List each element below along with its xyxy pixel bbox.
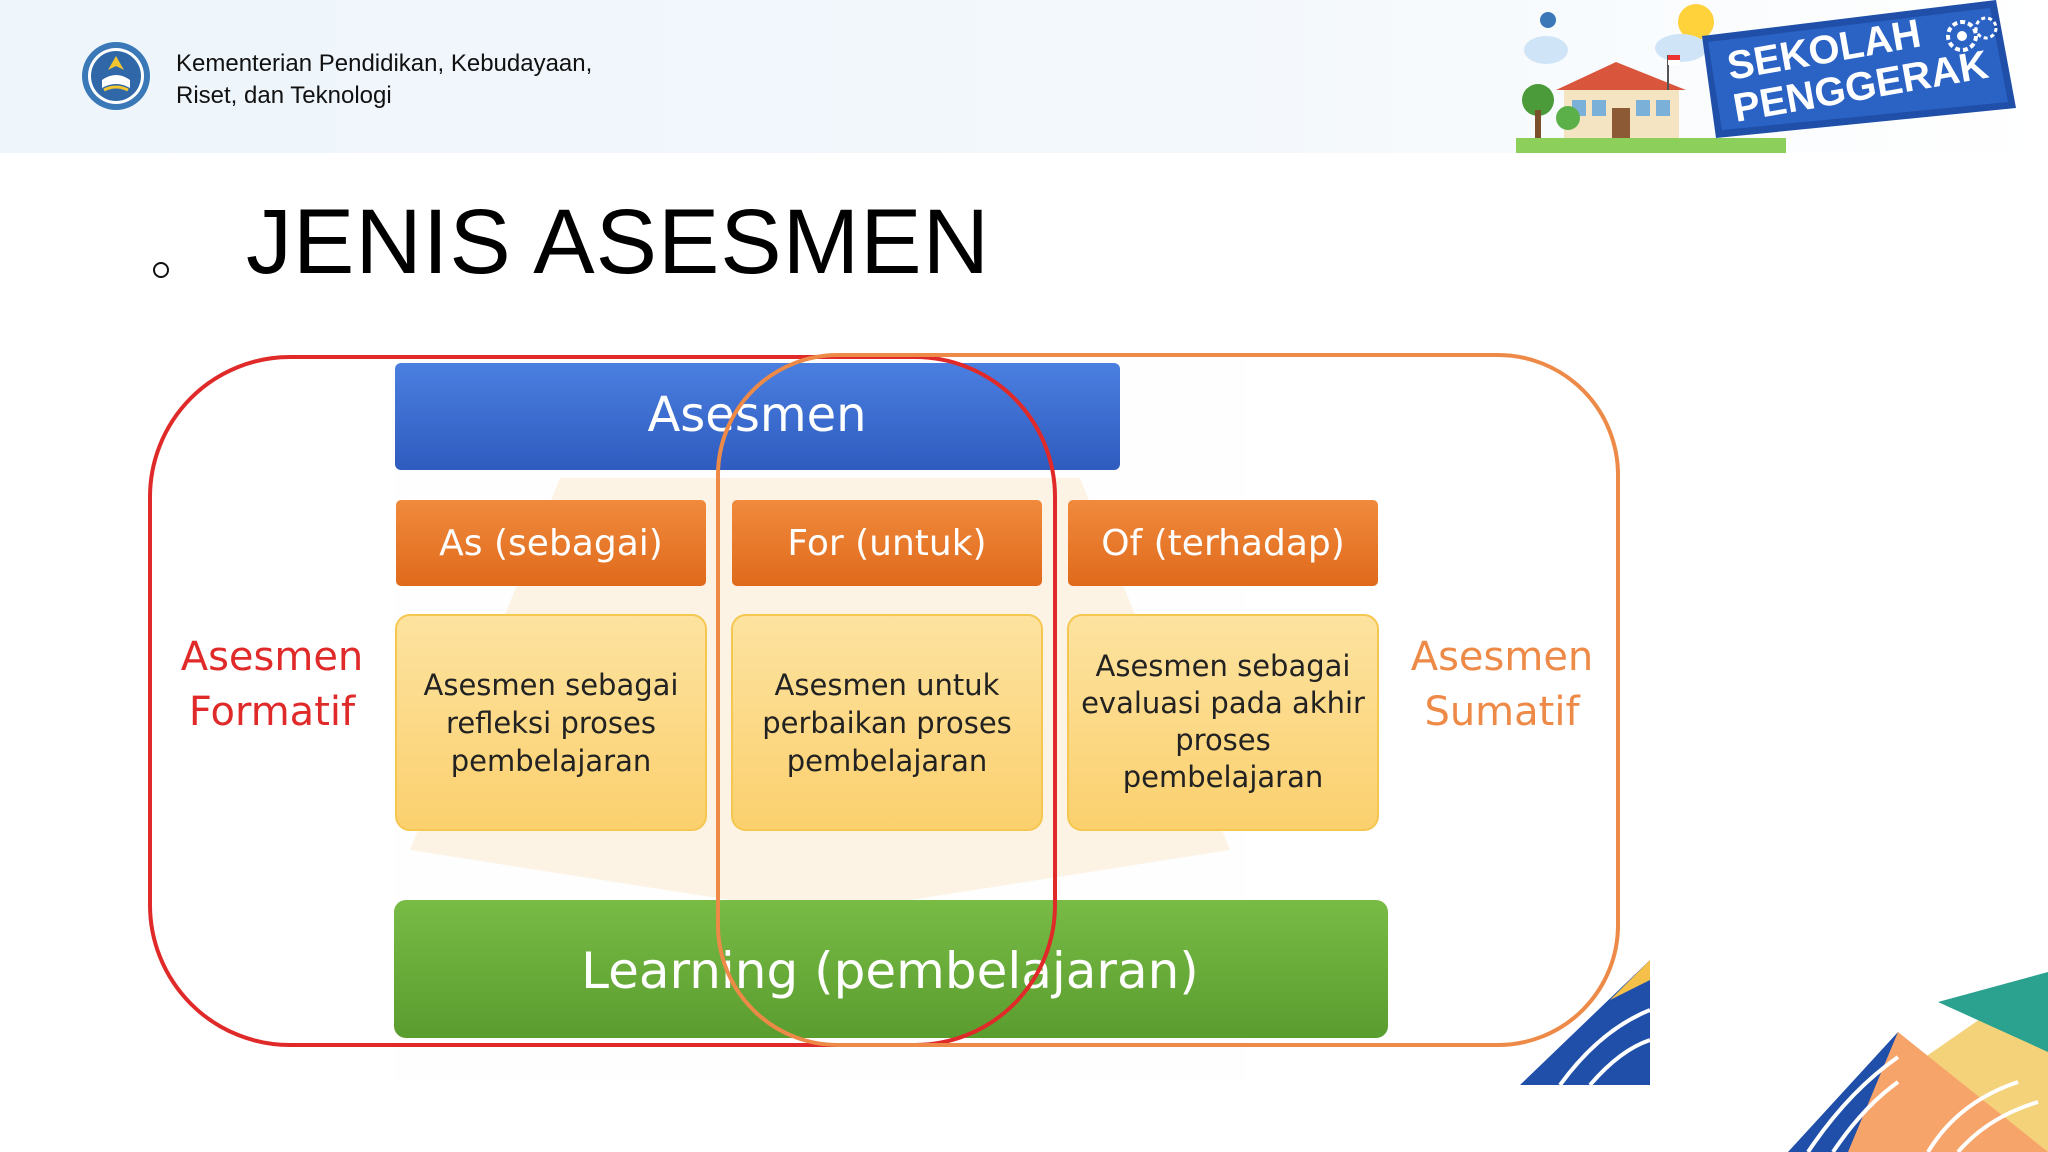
for-description-line2: perbaikan proses xyxy=(762,706,1012,740)
learning-bar xyxy=(394,900,1388,1038)
formatif-label-line1: Asesmen xyxy=(181,634,364,680)
diagram-corner-pattern xyxy=(1520,960,1650,1085)
of-heading-label: Of (terhadap) xyxy=(1101,523,1345,564)
learning-bar-label: Learning (pembelajaran) xyxy=(581,942,1199,1000)
asesmen-bar-label: Asesmen xyxy=(647,387,866,443)
bullet-icon xyxy=(153,262,169,278)
of-description-line4: pembelajaran xyxy=(1123,760,1323,794)
of-description-line3: proses xyxy=(1175,723,1271,757)
formatif-label-line2: Formatif xyxy=(189,689,356,735)
of-description-box xyxy=(1067,614,1379,831)
for-heading-label: For (untuk) xyxy=(787,523,986,564)
sumatif-label-line2: Sumatif xyxy=(1424,689,1580,735)
slide-title: JENIS ASESMEN xyxy=(246,191,991,293)
as-heading-box xyxy=(396,500,706,586)
corner-decoration xyxy=(1788,972,2048,1152)
of-description-line1: Asesmen sebagai xyxy=(1096,649,1351,683)
organization-name: Kementerian Pendidikan, Kebudayaan, Rise… xyxy=(176,48,736,112)
kemdikbud-logo-icon xyxy=(82,42,150,110)
as-description-box xyxy=(395,614,707,831)
formatif-outline xyxy=(148,355,1057,1047)
of-description-line2: evaluasi pada akhir xyxy=(1081,686,1365,720)
for-heading-box xyxy=(732,500,1042,586)
as-description-line3: pembelajaran xyxy=(451,744,651,778)
asesmen-diagram: Asesmen As (sebagai) For (untuk) Of (ter… xyxy=(148,353,1650,1085)
for-description-line1: Asesmen untuk xyxy=(775,668,1000,702)
for-description-box xyxy=(731,614,1043,831)
org-name-line2: Riset, dan Teknologi xyxy=(176,82,392,109)
of-heading-box xyxy=(1068,500,1378,586)
slide-header: Kementerian Pendidikan, Kebudayaan, Rise… xyxy=(0,0,2048,153)
sekolah-penggerak-banner: SEKOLAH PENGGERAK xyxy=(1516,0,2016,153)
for-description-line3: pembelajaran xyxy=(787,744,987,778)
sumatif-label-line1: Asesmen xyxy=(1411,634,1594,680)
org-name-line1: Kementerian Pendidikan, Kebudayaan, xyxy=(176,50,593,77)
sumatif-outline xyxy=(716,353,1620,1047)
asesmen-bar xyxy=(395,363,1120,470)
as-heading-label: As (sebagai) xyxy=(439,523,663,564)
as-description-line2: refleksi proses xyxy=(446,706,656,740)
as-description-line1: Asesmen sebagai xyxy=(424,668,679,702)
